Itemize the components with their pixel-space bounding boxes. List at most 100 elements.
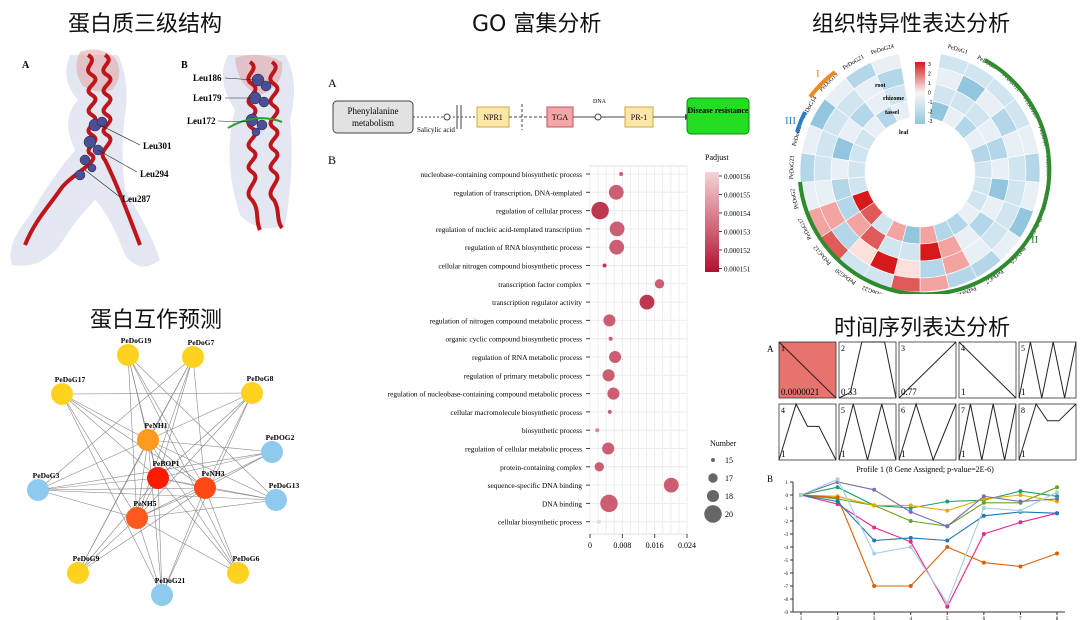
ppi-edge [127, 354, 206, 489]
profile-series-line [800, 494, 1058, 587]
protein-structure-title: 蛋白质三级结构 [68, 12, 223, 37]
profile-id: 4 [961, 344, 965, 353]
profile-series-point [981, 494, 986, 499]
go-term-label: regulation of RNA biosynthetic process [465, 243, 582, 252]
profile-series-point [835, 477, 840, 482]
profile-series-point [1018, 508, 1023, 513]
profile-series-point [908, 519, 913, 523]
ppi-edge [77, 477, 159, 574]
ppi-edge [204, 487, 239, 574]
profile-series-point [981, 513, 986, 518]
go-term-label: biosynthetic process [522, 426, 582, 435]
heatmap-cell [1007, 154, 1027, 182]
ppi-edge [204, 487, 277, 501]
profile-pvalue: 1 [961, 449, 966, 459]
go-term-label: regulation of nucleobase-containing comp… [388, 390, 582, 399]
bubble-panel-label: B [328, 153, 336, 167]
profile-id: 3 [901, 344, 905, 353]
ppi-edge [136, 517, 239, 574]
ppi-edge [127, 354, 277, 501]
tissue-gene-label: PeDoG8 [1037, 126, 1049, 148]
x-tick-label: 6 [983, 617, 986, 620]
profile-pvalue: 1 [1021, 387, 1026, 397]
ppi-edge [147, 439, 239, 574]
node-npr1-label: NPR1 [483, 113, 503, 122]
profile-series-point [945, 524, 950, 529]
go-term-label: regulation of RNA metabolic process [472, 353, 582, 362]
ppi-node-label: PeDoG7 [188, 338, 215, 347]
ppi-node [67, 562, 89, 584]
y-tick-label: -2 [784, 520, 789, 525]
leu294-label: Leu294 [140, 169, 169, 179]
ppi-node-label: PeNH5 [134, 499, 157, 508]
profile-series-point [908, 535, 913, 540]
ppi-node [151, 584, 173, 606]
padjust-legend-title: Padjust [705, 153, 729, 162]
ppi-node [126, 507, 148, 529]
number-legend-circle [711, 458, 715, 462]
x-tick-label: 0.008 [613, 541, 631, 548]
profile-series-line [800, 486, 1058, 509]
profile-series-point [945, 508, 950, 513]
go-term-label: regulation of cellular process [496, 207, 582, 216]
ppi-edge [136, 439, 149, 519]
ppi-edge [204, 451, 273, 489]
heatmap-cell [813, 154, 833, 182]
ppi-edge [127, 354, 138, 519]
tissue-legend-tick: 3 [928, 62, 931, 68]
go-term-label: transcription regulator activity [492, 298, 582, 307]
x-tick-label: 0 [588, 541, 592, 548]
ppi-edge [37, 489, 138, 519]
y-tick-label: -4 [784, 546, 789, 551]
profile-id: 5 [841, 406, 845, 415]
profile-series-point [981, 506, 986, 510]
profile-series-line [800, 481, 1058, 527]
ppi-edge [37, 489, 277, 501]
group-arc-iii [795, 111, 807, 133]
profile-id: 6 [901, 406, 905, 415]
ts-panel-b-label: B [767, 474, 773, 484]
profile-series-point [1018, 489, 1023, 494]
profile-series-point [981, 532, 986, 536]
ppi-edge [61, 393, 206, 489]
x-tick-label: 1 [800, 617, 803, 620]
ppi-node-label: PeDoG3 [33, 471, 60, 480]
timeseries-title: 时间序列表达分析 [834, 316, 1011, 341]
ppi-edge [77, 356, 194, 574]
y-tick-label: 0 [786, 494, 789, 499]
node-tga-label: TGA [552, 113, 569, 122]
tissue-gene-label: PeDoG22 [862, 284, 886, 294]
profile-pvalue: 1 [961, 387, 966, 397]
ppi-node [27, 479, 49, 501]
ppi-edge [136, 499, 277, 519]
go-enrichment-title: GO 富集分析 [472, 12, 602, 37]
ppi-node-label: PeNH1 [145, 421, 168, 430]
profile-series-point [872, 538, 877, 543]
tissue-legend-tick: -2 [928, 110, 933, 116]
padjust-tick-label: 0.000156 [724, 173, 751, 181]
profile-series-point [872, 525, 877, 530]
go-term-label: organic cyclic compound biosynthetic pro… [445, 335, 582, 344]
go-bubble [608, 184, 624, 200]
node-pr1-label: PR-1 [631, 113, 647, 122]
tissue-circular-heatmap: PeDoG1PeDoG3PeDoG11PeDoG10PeDoG8PeDoG15P… [785, 44, 1052, 294]
go-bubble [596, 519, 601, 524]
ppi-edge [136, 356, 194, 519]
ppi-edge [136, 392, 253, 519]
go-term-label: cellular macromolecule biosynthetic proc… [450, 408, 582, 417]
ppi-edge [192, 356, 206, 489]
profile-trend [838, 403, 897, 461]
group-arc-i [808, 70, 837, 99]
structure-panel-a: A [22, 60, 30, 71]
heatmap-cell [919, 257, 947, 279]
number-legend-circle [704, 505, 722, 523]
ppi-edge [157, 477, 277, 501]
tissue-legend-tick: -1 [928, 100, 933, 106]
pathway-panel-label: A [328, 76, 337, 90]
ppi-edge [61, 393, 138, 519]
profile-series-point [945, 499, 950, 504]
x-tick-label: 4 [909, 617, 912, 620]
profile-box [898, 403, 957, 461]
group-arc-ii [798, 58, 1052, 294]
y-tick-label: 1 [786, 481, 789, 486]
